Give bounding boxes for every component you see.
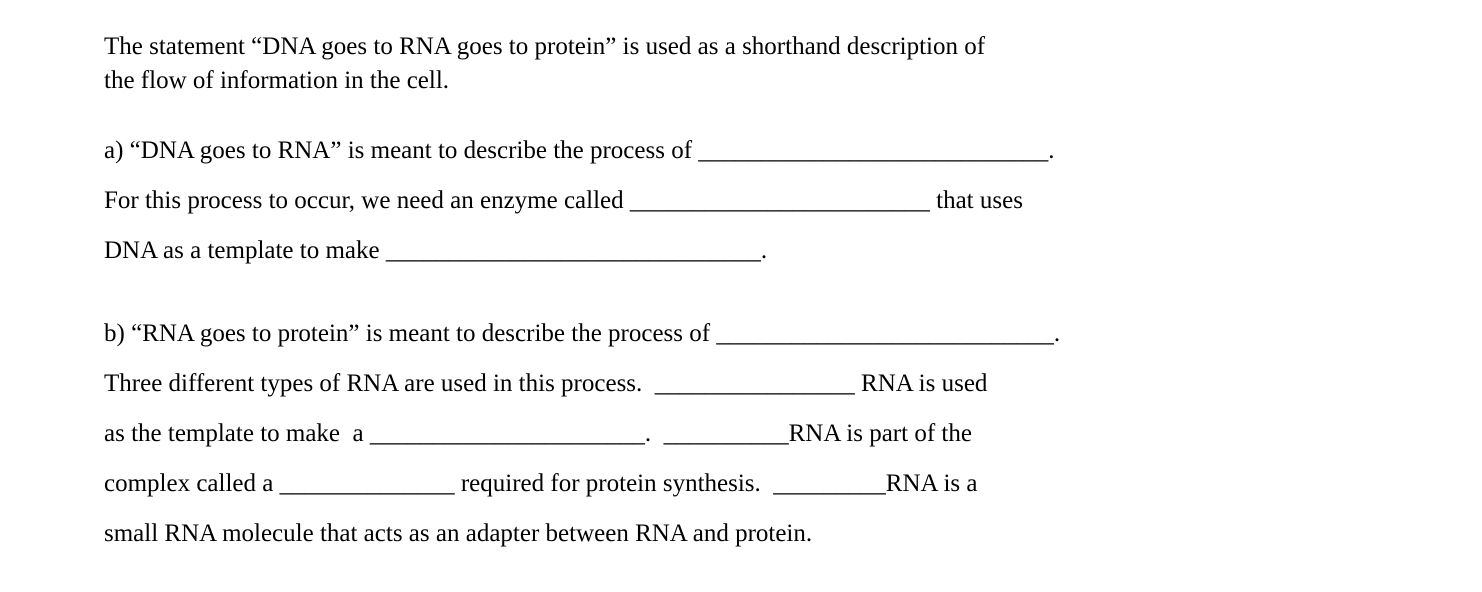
part-b-line-3: as the template to make a ______________… [104, 420, 972, 447]
part-b-line-4: complex called a ______________ required… [104, 470, 978, 497]
part-a-paragraph: a) “DNA goes to RNA” is meant to describ… [104, 126, 1422, 276]
part-a-line-2: For this process to occur, we need an en… [104, 187, 1023, 214]
part-a-line-1: a) “DNA goes to RNA” is meant to describ… [104, 137, 1055, 164]
intro-line-2: the flow of information in the cell. [104, 67, 450, 94]
part-a-line-3: DNA as a template to make ______________… [104, 237, 768, 264]
part-b-line-2: Three different types of RNA are used in… [104, 370, 988, 397]
part-b-paragraph: b) “RNA goes to protein” is meant to des… [104, 309, 1422, 559]
intro-paragraph: The statement “DNA goes to RNA goes to p… [104, 30, 1422, 98]
intro-line-1: The statement “DNA goes to RNA goes to p… [104, 33, 986, 60]
part-b-line-5: small RNA molecule that acts as an adapt… [104, 520, 813, 547]
worksheet-content: The statement “DNA goes to RNA goes to p… [104, 30, 1422, 559]
part-b-line-1: b) “RNA goes to protein” is meant to des… [104, 320, 1061, 347]
